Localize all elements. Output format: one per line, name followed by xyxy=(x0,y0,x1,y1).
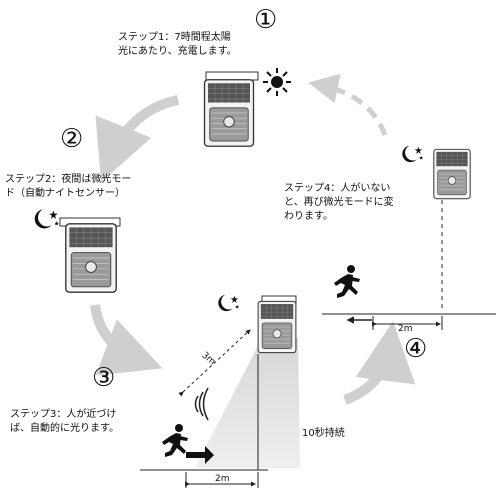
step1-lamp xyxy=(203,71,259,147)
cycle-arrow-1-to-2 xyxy=(95,95,180,183)
step4-lamp xyxy=(433,148,471,200)
step1-number: ① xyxy=(254,5,278,35)
step1-line1: ステップ1：7時間程太陽 xyxy=(118,32,231,43)
step2-number: ② xyxy=(60,124,84,154)
step4-line1: ステップ4：人がいない xyxy=(284,183,391,194)
cycle-arrow-2-to-3 xyxy=(90,304,163,376)
step2-line1: ステップ2：夜間は微光モー xyxy=(5,174,132,185)
step2-line2: ド（自動ナイトセンサー） xyxy=(5,188,125,199)
step3-line1: ステップ3：人が近づけ xyxy=(10,409,117,420)
step1-line2: 光にあたり、充電します。 xyxy=(118,46,237,57)
running-person-icon xyxy=(162,424,188,457)
step3-number: ③ xyxy=(92,363,116,393)
step3-lamp xyxy=(257,295,297,354)
step3-direction-arrow xyxy=(186,446,214,464)
step4-text: ステップ4：人がいない と、再び微光モードに変 わります。 xyxy=(284,182,394,224)
moon-star-icon xyxy=(218,294,240,312)
step2-lamp xyxy=(59,217,121,294)
step4-line3: わります。 xyxy=(284,211,333,222)
sun-icon xyxy=(263,68,291,96)
moon-star-icon xyxy=(34,209,60,229)
moon-star-icon xyxy=(402,145,424,163)
cycle-arrow-3-to-4 xyxy=(343,321,416,405)
light-beam xyxy=(195,338,300,468)
step4-line2: と、再び微光モードに変 xyxy=(284,197,394,208)
step3-line2: ば、自動的に光ります。 xyxy=(10,423,119,434)
step3-measure-label: 2m xyxy=(215,474,230,484)
step3-text: ステップ3：人が近づけ ば、自動的に光ります。 xyxy=(10,408,119,436)
step4-number: ④ xyxy=(404,334,428,364)
step1-text: ステップ1：7時間程太陽 光にあたり、充電します。 xyxy=(118,31,237,59)
running-person-icon xyxy=(334,265,360,298)
cycle-arrow-4-to-1 xyxy=(308,73,388,136)
step4-measure-label: 2m xyxy=(398,324,413,334)
sensor-wave-icon xyxy=(194,387,209,421)
step2-text: ステップ2：夜間は微光モー ド（自動ナイトセンサー） xyxy=(5,173,131,201)
duration-label: 10秒持続 xyxy=(302,428,345,439)
